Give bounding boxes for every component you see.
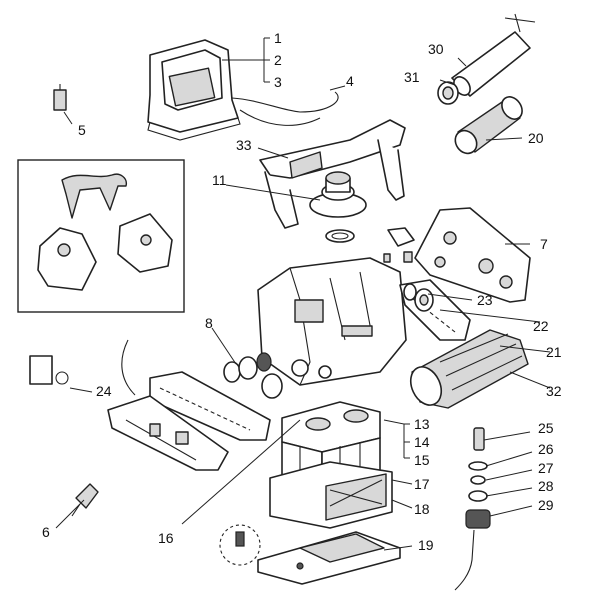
callout-5: 5	[78, 122, 86, 138]
cylinder-part-30	[451, 13, 536, 97]
callout-8: 8	[205, 315, 213, 331]
bearing-parts-8	[223, 352, 283, 399]
callout-11: 11	[212, 172, 227, 188]
callout-20: 20	[528, 130, 544, 146]
callout-29: 29	[538, 497, 554, 513]
callout-13: 13	[414, 416, 430, 432]
callout-22: 22	[533, 318, 549, 334]
callout-16: 16	[158, 530, 174, 546]
callout-33: 33	[236, 137, 252, 153]
callout-15: 15	[414, 452, 430, 468]
chassis-frame	[107, 339, 229, 471]
leader-lines	[55, 37, 551, 551]
callout-21: 21	[546, 344, 562, 360]
handle-part-33	[259, 119, 406, 229]
callout-2: 2	[274, 52, 282, 68]
ring-part-31	[437, 81, 459, 105]
callout-6: 6	[42, 524, 50, 540]
filter-basket-part-18	[269, 461, 393, 529]
callout-4: 4	[346, 73, 354, 89]
callout-3: 3	[274, 74, 282, 90]
callout-7: 7	[540, 236, 548, 252]
callout-32: 32	[546, 383, 562, 399]
impeller-part-11	[309, 171, 367, 243]
bracket-part-5	[53, 84, 67, 111]
brush-roller-part-21	[409, 329, 529, 409]
callout-18: 18	[414, 501, 430, 517]
callout-27: 27	[538, 460, 554, 476]
callout-31: 31	[404, 69, 420, 85]
side-cover-part-24	[29, 355, 69, 385]
callout-labels: 1 2 3 4 5 30 31 20 33 11 7 23 22 21 32 8…	[42, 30, 562, 553]
callout-17: 17	[414, 476, 430, 492]
callout-19: 19	[418, 537, 434, 553]
robot-main-body	[257, 257, 407, 386]
callout-24: 24	[96, 383, 112, 399]
callout-25: 25	[538, 420, 554, 436]
callout-30: 30	[428, 41, 444, 57]
swivel-part-6	[71, 483, 99, 517]
callout-26: 26	[538, 441, 554, 457]
power-supply-part	[147, 39, 339, 141]
callout-1: 1	[274, 30, 282, 46]
parts-stack-25-29	[454, 427, 491, 591]
screw-part-16	[219, 524, 261, 566]
inset-detail-box	[17, 159, 185, 313]
base-tray-part-19	[257, 531, 401, 585]
callout-14: 14	[414, 434, 430, 450]
clip-parts	[383, 227, 415, 263]
callout-23: 23	[477, 292, 493, 308]
side-plate-part-7	[414, 207, 531, 303]
filter-cylinder-part-20	[454, 96, 523, 155]
callout-28: 28	[538, 478, 554, 494]
